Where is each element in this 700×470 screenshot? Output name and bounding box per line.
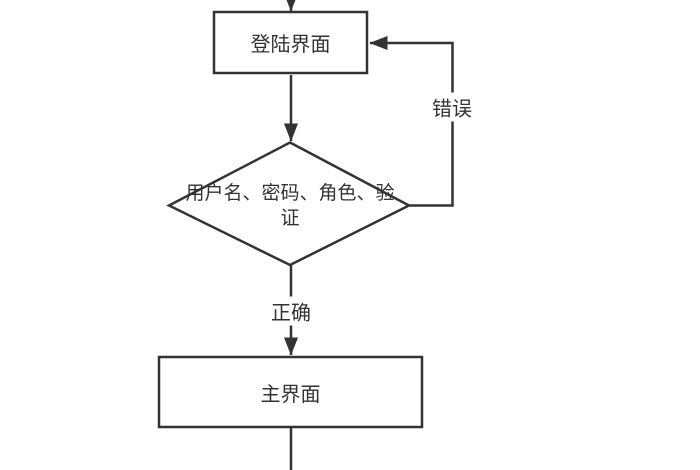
login-node-shape bbox=[212, 10, 369, 75]
error-loop-arrow bbox=[369, 36, 454, 207]
main-node-shape bbox=[157, 355, 424, 429]
validate-node-shape bbox=[166, 141, 412, 267]
